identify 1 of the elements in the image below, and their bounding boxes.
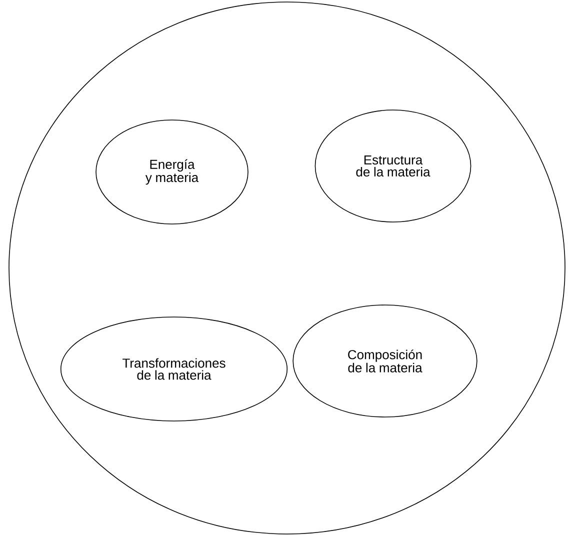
outer-circle	[8, 2, 566, 534]
